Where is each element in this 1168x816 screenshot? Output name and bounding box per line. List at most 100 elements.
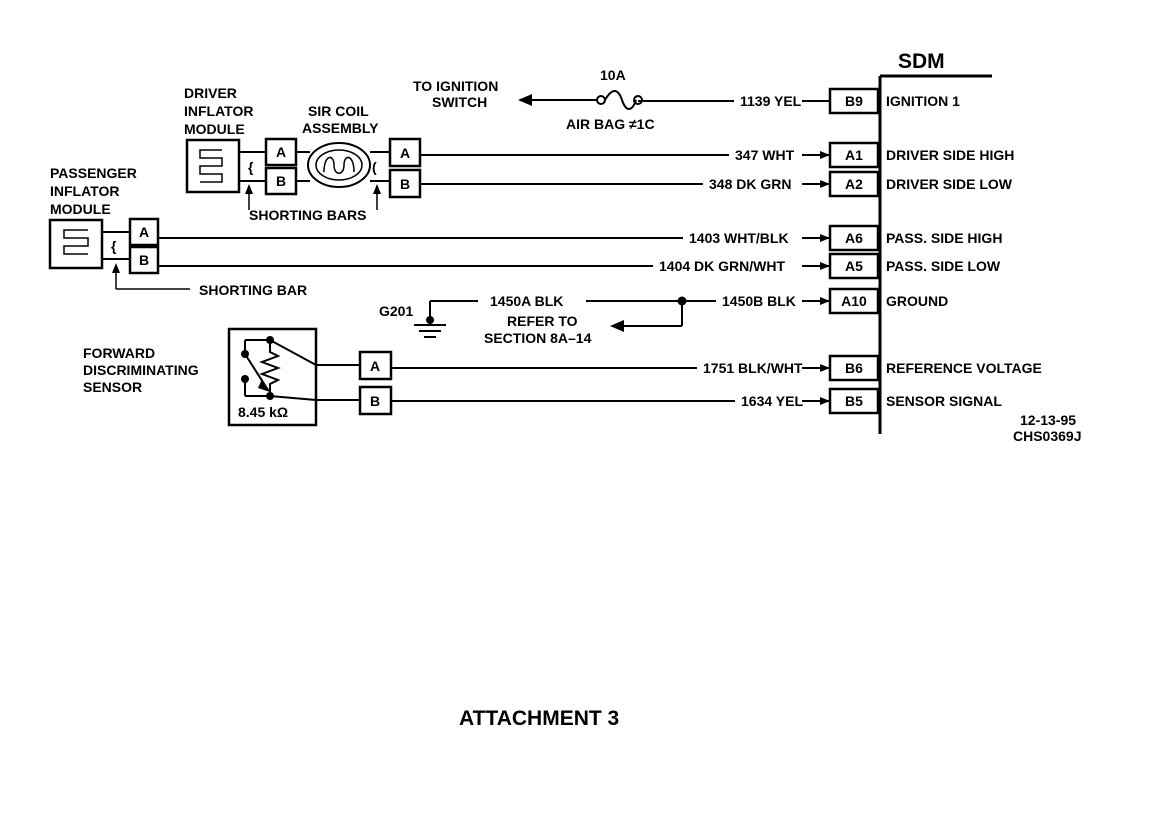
driver-connector-pin-b [264, 166, 298, 196]
driver-connector-pin-b-label: B [276, 173, 286, 189]
sdm-pin-a5-label: A5 [845, 258, 863, 274]
ground-wire-label: 1450A BLK [490, 293, 563, 309]
shorting-bars-arrow-right-icon [373, 184, 381, 194]
pin-a2-arrow-icon [820, 180, 830, 188]
sir-coil-line1: SIR COIL [308, 103, 369, 119]
shorting-bar-label: SHORTING BAR [199, 282, 307, 298]
refer-arrow-icon [610, 320, 624, 332]
ignition-circuit: TO IGNITION SWITCH 10A AIR BAG ≠1C [413, 67, 655, 132]
sdm-function-a6: PASS. SIDE HIGH [886, 230, 1002, 246]
sensor-output-lead-b [269, 395, 317, 401]
sensor-line2: DISCRIMINATING [83, 362, 199, 378]
sir-connector-pin-a [388, 137, 422, 168]
sensor-line1: FORWARD [83, 345, 155, 361]
sensor-switch-arrow-icon [258, 379, 270, 392]
sdm-function-a1: DRIVER SIDE HIGH [886, 147, 1014, 163]
sensor-resistor-icon [259, 340, 281, 396]
passenger-module-line2: INFLATOR [50, 183, 119, 199]
driver-module-line3: MODULE [184, 121, 245, 137]
passenger-connector-pin-b-label: B [139, 252, 149, 268]
driver-connector-pin-a-label: A [276, 144, 286, 160]
sensor-connector-pin-b [358, 385, 393, 416]
sdm-row-b5: 1634 YEL B5 SENSOR SIGNAL [391, 387, 1002, 415]
pin-b6-arrow-icon [820, 364, 830, 372]
attachment-caption: ATTACHMENT 3 [459, 707, 619, 730]
sdm-function-b9: IGNITION 1 [886, 93, 960, 109]
ground-junction-dot [426, 316, 434, 324]
sir-connector-pin-a-label: A [400, 145, 410, 161]
pin-a1-arrow-icon [820, 151, 830, 159]
wire-label-b9: 1139 YEL [740, 93, 802, 109]
shorting-bars-callout: SHORTING BARS [245, 184, 381, 223]
sdm-pin-b5-label: B5 [845, 393, 863, 409]
revision-date: 12-13-95 [1020, 412, 1076, 428]
passenger-module-line1: PASSENGER [50, 165, 137, 181]
pin-b5-arrow-icon [820, 397, 830, 405]
sdm-pin-b6 [828, 354, 880, 382]
arrow-to-ignition-icon [518, 94, 532, 106]
sensor-line3: SENSOR [83, 379, 142, 395]
sensor-connector-pin-a [358, 350, 393, 381]
wire-label-b6: 1751 BLK/WHT [703, 360, 803, 376]
ground-circuit: G201 1450A BLK REFER TO SECTION 8A–14 [379, 293, 687, 346]
shorting-bars-arrow-left-icon [245, 184, 253, 194]
pin-a6-arrow-icon [820, 234, 830, 242]
sensor-resistance-label: 8.45 kΩ [238, 404, 288, 420]
sensor-output-lead-a [269, 339, 317, 366]
fuse-rating: 10A [600, 67, 626, 83]
passenger-module-body [48, 218, 104, 270]
refer-line2: SECTION 8A–14 [484, 330, 592, 346]
sdm-function-b5: SENSOR SIGNAL [886, 393, 1002, 409]
revision-code: CHS0369J [1013, 428, 1082, 444]
sensor-connector-pin-b-label: B [370, 393, 380, 409]
shorting-bar-arrow-icon [112, 263, 120, 273]
sdm-pin-b6-label: B6 [845, 360, 863, 376]
sir-coil-housing [307, 142, 371, 188]
sdm-pin-b5 [828, 387, 880, 415]
wire-label-a5: 1404 DK GRN/WHT [659, 258, 785, 274]
sdm-row-b6: 1751 BLK/WHT B6 REFERENCE VOLTAGE [391, 354, 1042, 382]
sdm-function-b6: REFERENCE VOLTAGE [886, 360, 1042, 376]
sdm-title: SDM [898, 50, 945, 73]
forward-discriminating-sensor: FORWARD DISCRIMINATING SENSOR 8.45 kΩ A … [83, 327, 393, 427]
sdm-function-a2: DRIVER SIDE LOW [886, 176, 1013, 192]
fuse-name: AIR BAG ≠1C [566, 116, 655, 132]
sdm-block: SDM [878, 50, 992, 434]
sdm-pin-a10 [828, 287, 880, 315]
wire-label-a10: 1450B BLK [722, 293, 796, 309]
ground-point-label: G201 [379, 303, 413, 319]
wire-label-a1: 347 WHT [735, 147, 795, 163]
sdm-pin-a10-label: A10 [841, 293, 867, 309]
pin-a5-arrow-icon [820, 262, 830, 270]
sdm-row-a10: 1450B BLK A10 GROUND [682, 287, 948, 315]
sir-connector-pin-b-label: B [400, 176, 410, 192]
sdm-pin-a6-label: A6 [845, 230, 863, 246]
passenger-inflator-module: PASSENGER INFLATOR MODULE { A B SHORTING… [48, 165, 307, 298]
wire-label-a6: 1403 WHT/BLK [689, 230, 789, 246]
sir-coil-line2: ASSEMBLY [302, 120, 379, 136]
driver-inflator-module: DRIVER INFLATOR MODULE { A B [184, 85, 298, 196]
driver-module-line1: DRIVER [184, 85, 237, 101]
driver-module-line2: INFLATOR [184, 103, 253, 119]
sdm-pin-a1 [828, 141, 880, 169]
passenger-connector-pin-b [128, 245, 160, 275]
driver-shorting-bar-icon: { [248, 159, 254, 175]
sdm-function-a10: GROUND [886, 293, 948, 309]
wire-label-a2: 348 DK GRN [709, 176, 791, 192]
passenger-module-line3: MODULE [50, 201, 111, 217]
sir-coil-winding-icon [323, 156, 355, 174]
ignition-dest-line2: SWITCH [432, 94, 487, 110]
sir-coil-assembly: SIR COIL ASSEMBLY ( A B [296, 103, 422, 199]
passenger-connector-pin-a [128, 217, 160, 247]
sdm-pin-a2 [828, 170, 880, 198]
sdm-pin-a5 [828, 252, 880, 280]
sir-connector-pin-b [388, 168, 422, 199]
wire-label-b5: 1634 YEL [741, 393, 803, 409]
driver-inflator-element-icon [199, 149, 223, 183]
